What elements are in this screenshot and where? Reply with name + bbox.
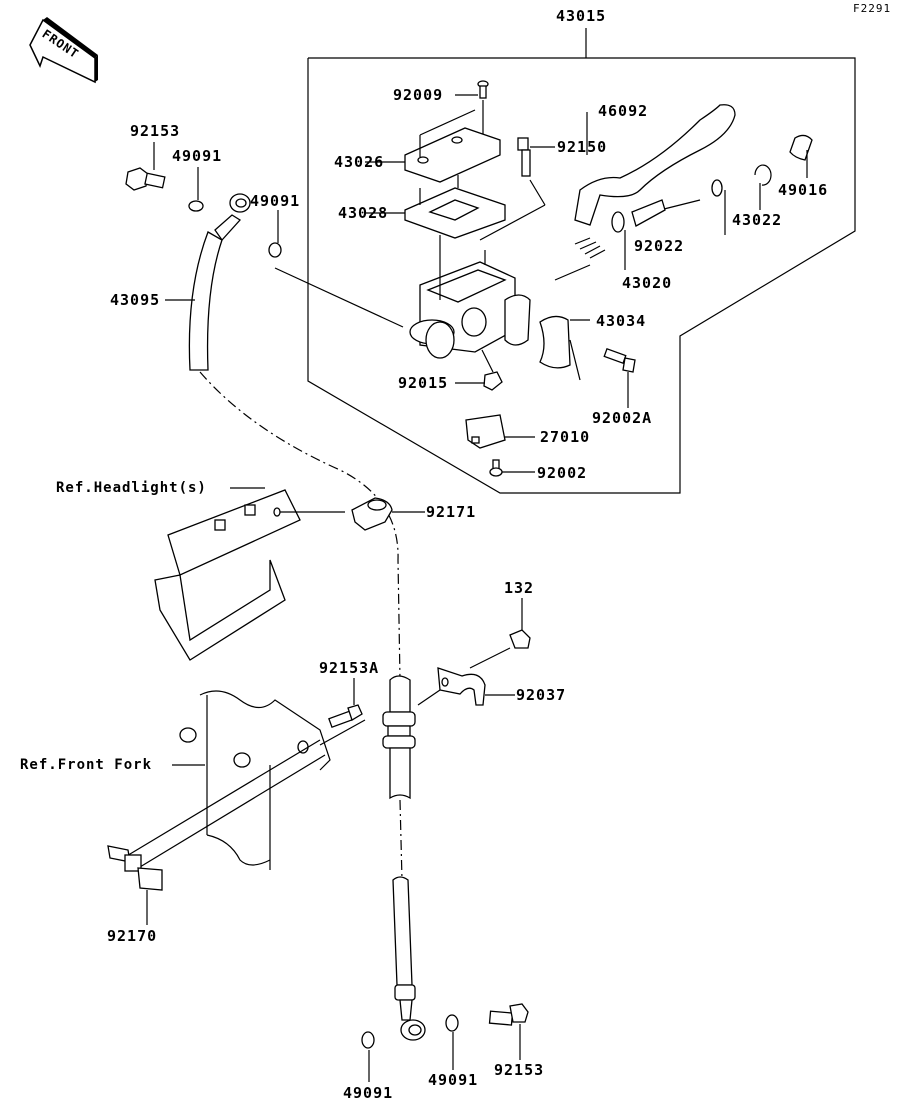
part-label-43095[interactable]: 43095	[110, 291, 161, 309]
part-label-49091-bottom-mid[interactable]: 49091	[428, 1071, 479, 1089]
part-label-92171[interactable]: 92171	[426, 503, 477, 521]
circlip-43022	[754, 164, 772, 210]
clamp-92170	[107, 845, 163, 925]
front-arrow-icon	[29, 17, 98, 84]
part-label-43028[interactable]: 43028	[338, 204, 389, 222]
front-fork-outline	[119, 690, 331, 871]
piston-43020	[554, 199, 666, 281]
washer-49091-top-right	[268, 210, 282, 258]
brake-hose-bottom	[392, 876, 426, 1041]
part-label-92022[interactable]: 92022	[634, 237, 685, 255]
brake-lever-46092	[574, 104, 736, 226]
ref-label-front-fork[interactable]: Ref.Front Fork	[20, 757, 153, 773]
part-label-92170[interactable]: 92170	[107, 927, 158, 945]
washer-49091-bottom-mid	[445, 1014, 459, 1070]
diaphragm-43028	[365, 175, 506, 239]
part-label-43022[interactable]: 43022	[732, 211, 783, 229]
part-label-49016[interactable]: 49016	[778, 181, 829, 199]
part-label-43020[interactable]: 43020	[622, 274, 673, 292]
master-cylinder-body	[274, 235, 531, 359]
part-label-92153A[interactable]: 92153A	[319, 659, 380, 677]
screw-92002	[489, 459, 535, 477]
clamp-92037	[417, 667, 515, 706]
part-label-92015[interactable]: 92015	[398, 374, 449, 392]
part-label-49091-bottom-left[interactable]: 49091	[343, 1084, 394, 1102]
assembly-box-43015	[307, 28, 856, 494]
part-label-92002[interactable]: 92002	[537, 464, 588, 482]
clamp-92171	[351, 497, 425, 531]
part-label-43015[interactable]: 43015	[556, 7, 607, 25]
washer-92022	[659, 179, 726, 235]
pivot-bolt-92150	[479, 137, 555, 241]
part-label-27010[interactable]: 27010	[540, 428, 591, 446]
part-label-92037[interactable]: 92037	[516, 686, 567, 704]
part-label-132[interactable]: 132	[504, 579, 535, 597]
clamp-43034	[539, 315, 590, 381]
bolt-132	[469, 598, 531, 669]
part-label-92153-bottom[interactable]: 92153	[494, 1061, 545, 1079]
part-label-43026[interactable]: 43026	[334, 153, 385, 171]
part-label-92150[interactable]: 92150	[557, 138, 608, 156]
figure-code: F2291	[853, 2, 892, 15]
brake-hose-middle	[382, 675, 416, 881]
washer-49091-top-left	[188, 167, 204, 212]
headlight-bracket	[154, 487, 345, 661]
boot-49016	[789, 134, 813, 178]
ref-label-headlight[interactable]: Ref.Headlight(s)	[56, 480, 207, 496]
part-label-92002A[interactable]: 92002A	[592, 409, 653, 427]
brake-switch-27010	[465, 414, 535, 449]
nut-92015	[455, 349, 503, 391]
banjo-bolt-92153-top	[125, 142, 166, 191]
part-label-92009[interactable]: 92009	[393, 86, 444, 104]
part-label-49091-top-left[interactable]: 49091	[172, 147, 223, 165]
washer-49091-bottom-left	[361, 1031, 375, 1082]
brake-hose-43095	[165, 193, 401, 681]
banjo-bolt-92153-bottom	[488, 1003, 529, 1060]
part-label-92153-top[interactable]: 92153	[130, 122, 181, 140]
bolt-92002A	[603, 347, 636, 408]
bolt-92153A	[319, 678, 366, 746]
part-label-46092[interactable]: 46092	[598, 102, 649, 120]
part-label-49091-top-right[interactable]: 49091	[250, 192, 301, 210]
reservoir-cap-43026	[365, 109, 501, 183]
part-label-43034[interactable]: 43034	[596, 312, 647, 330]
